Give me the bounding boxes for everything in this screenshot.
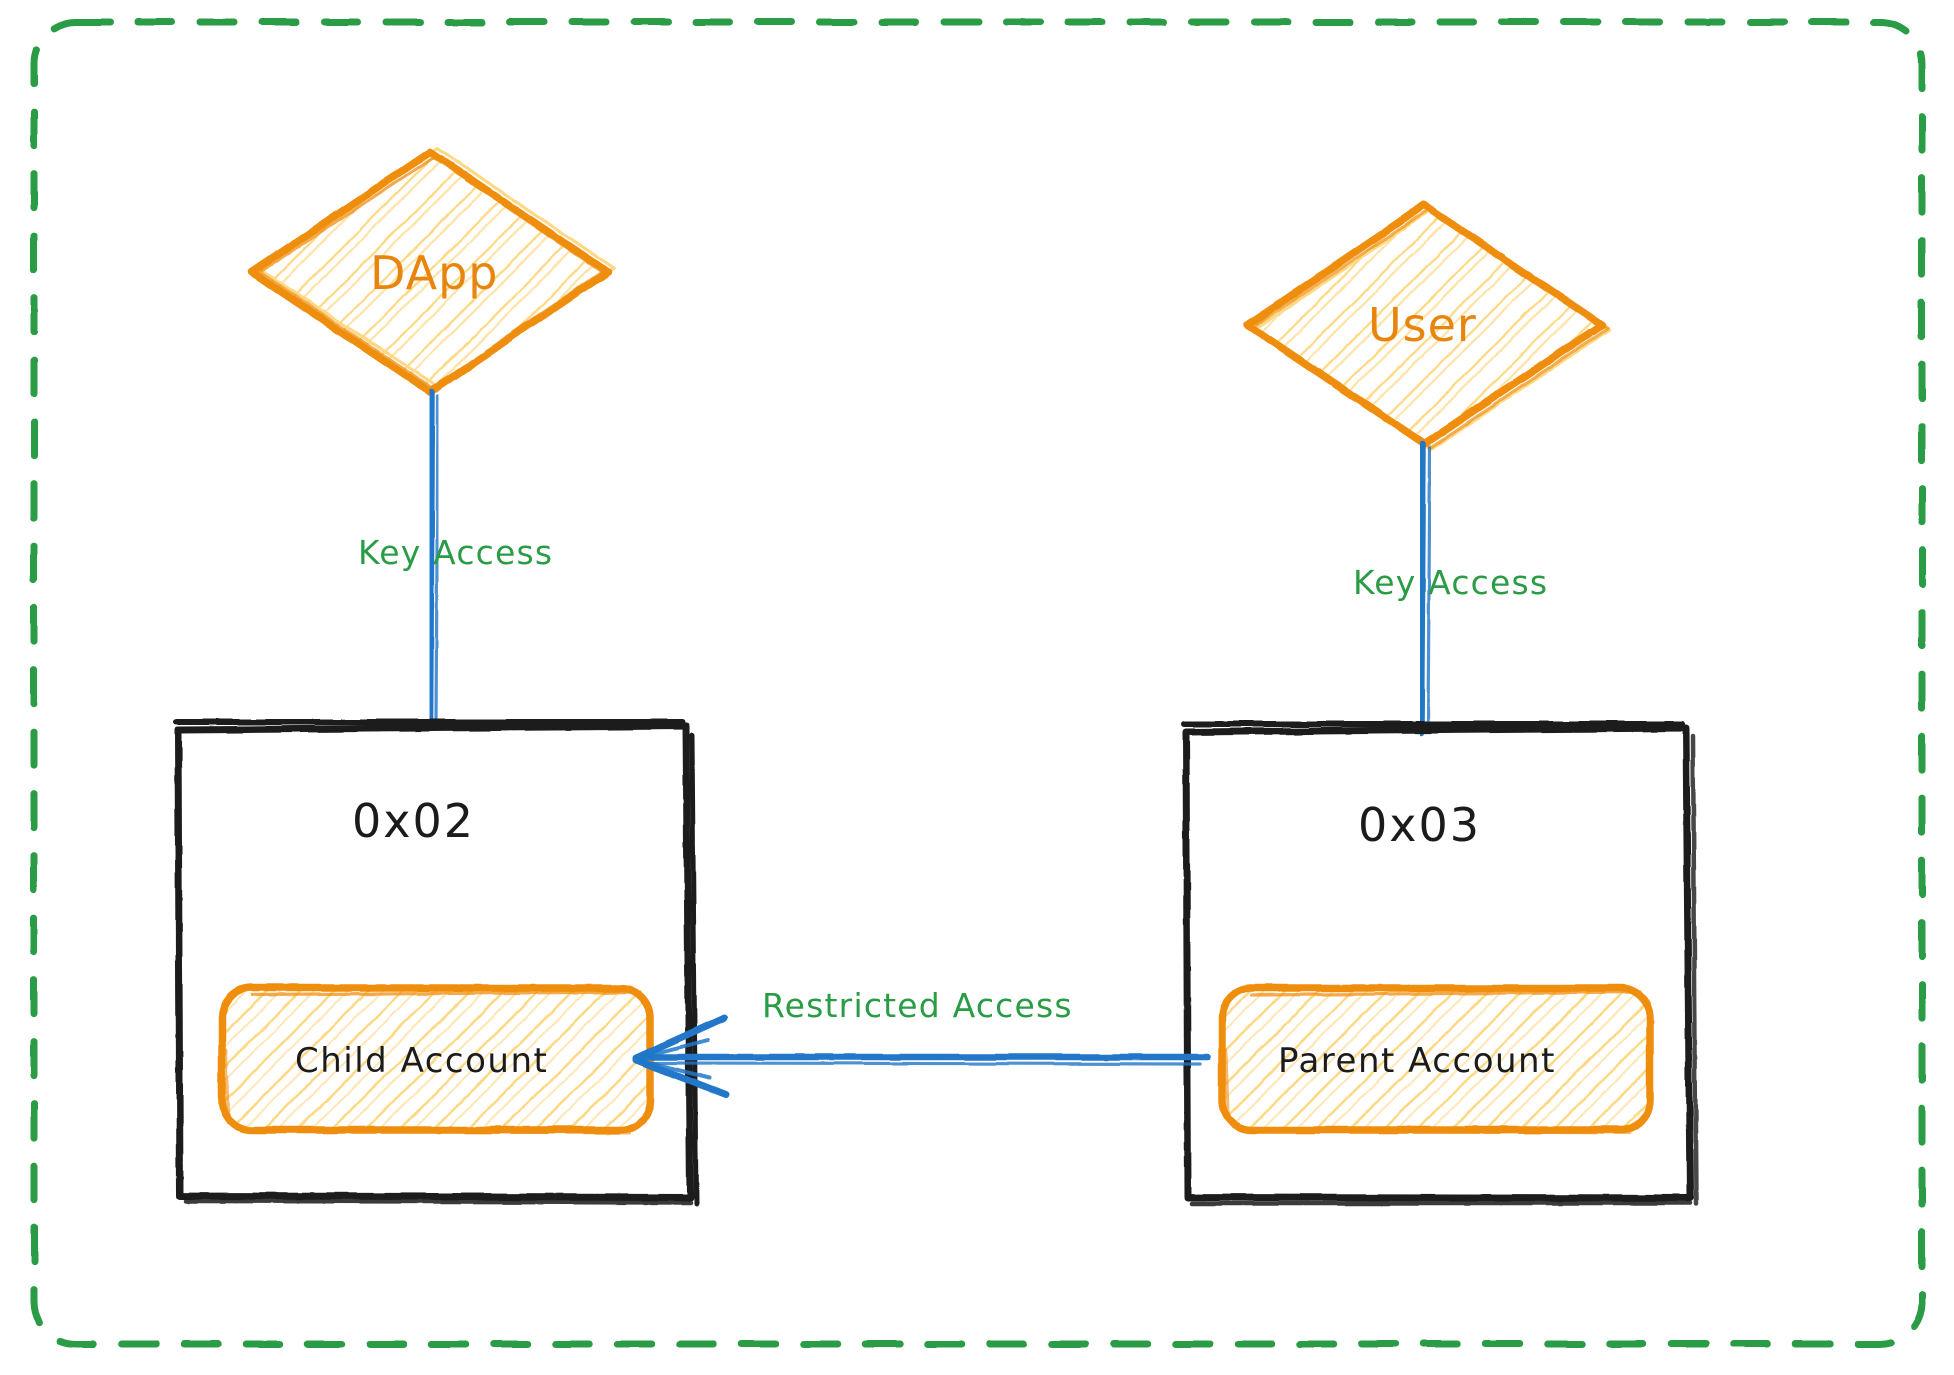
edge-parent-to-child (632, 1014, 1212, 1099)
edge-user-to-0x03 (1417, 440, 1432, 737)
node-child-account[interactable] (218, 984, 654, 1135)
node-user[interactable] (1244, 201, 1612, 452)
node-account-0x02[interactable] (173, 719, 699, 1206)
node-parent-account[interactable] (1218, 984, 1654, 1135)
node-account-0x03[interactable] (1181, 721, 1699, 1207)
edge-dapp-to-0x02 (426, 388, 440, 732)
outer-dashed-container (30, 18, 1926, 1348)
node-dapp[interactable] (248, 146, 617, 396)
